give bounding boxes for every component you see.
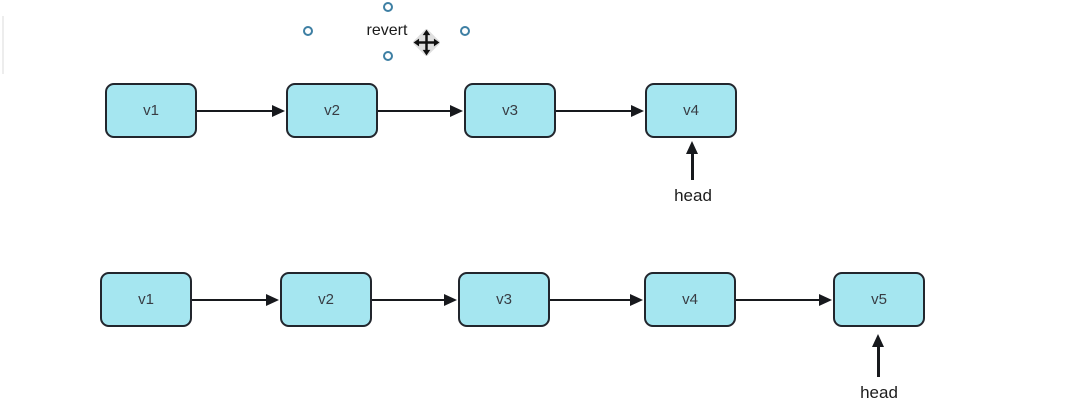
selected-text-revert[interactable]: revert bbox=[366, 22, 408, 39]
list-bottom-node-v2[interactable]: v2 bbox=[280, 272, 372, 327]
arrow-top-v2-v3[interactable] bbox=[378, 109, 451, 112]
node-label: v1 bbox=[143, 102, 159, 119]
node-label: v3 bbox=[502, 102, 518, 119]
node-label: v2 bbox=[318, 291, 334, 308]
arrow-bottom-v3-v4[interactable] bbox=[550, 298, 631, 301]
list-bottom-node-v3[interactable]: v3 bbox=[458, 272, 550, 327]
list-top-node-v3[interactable]: v3 bbox=[464, 83, 556, 138]
head-arrow-bottom[interactable] bbox=[877, 346, 880, 377]
head-label-bottom[interactable]: head bbox=[860, 383, 898, 402]
head-label-top[interactable]: head bbox=[674, 186, 712, 205]
node-label: v4 bbox=[683, 102, 699, 119]
node-label: v3 bbox=[496, 291, 512, 308]
list-bottom-node-v4[interactable]: v4 bbox=[644, 272, 736, 327]
node-label: v1 bbox=[138, 291, 154, 308]
move-cursor-icon bbox=[413, 29, 440, 56]
selection-handle-top[interactable] bbox=[383, 2, 393, 12]
left-edge-sliver bbox=[2, 16, 4, 74]
arrow-bottom-v2-v3[interactable] bbox=[372, 298, 445, 301]
selection-handle-bottom[interactable] bbox=[383, 51, 393, 61]
node-label: v2 bbox=[324, 102, 340, 119]
list-top-node-v2[interactable]: v2 bbox=[286, 83, 378, 138]
node-label: v4 bbox=[682, 291, 698, 308]
arrow-top-v1-v2[interactable] bbox=[197, 109, 273, 112]
arrow-top-v3-v4[interactable] bbox=[556, 109, 632, 112]
head-arrow-top[interactable] bbox=[691, 153, 694, 180]
node-label: v5 bbox=[871, 291, 887, 308]
arrow-bottom-v1-v2[interactable] bbox=[192, 298, 267, 301]
selection-handle-right[interactable] bbox=[460, 26, 470, 36]
list-bottom-node-v1[interactable]: v1 bbox=[100, 272, 192, 327]
list-bottom-node-v5[interactable]: v5 bbox=[833, 272, 925, 327]
selection-handle-left[interactable] bbox=[303, 26, 313, 36]
list-top-node-v4[interactable]: v4 bbox=[645, 83, 737, 138]
list-top-node-v1[interactable]: v1 bbox=[105, 83, 197, 138]
arrow-bottom-v4-v5[interactable] bbox=[736, 298, 820, 301]
